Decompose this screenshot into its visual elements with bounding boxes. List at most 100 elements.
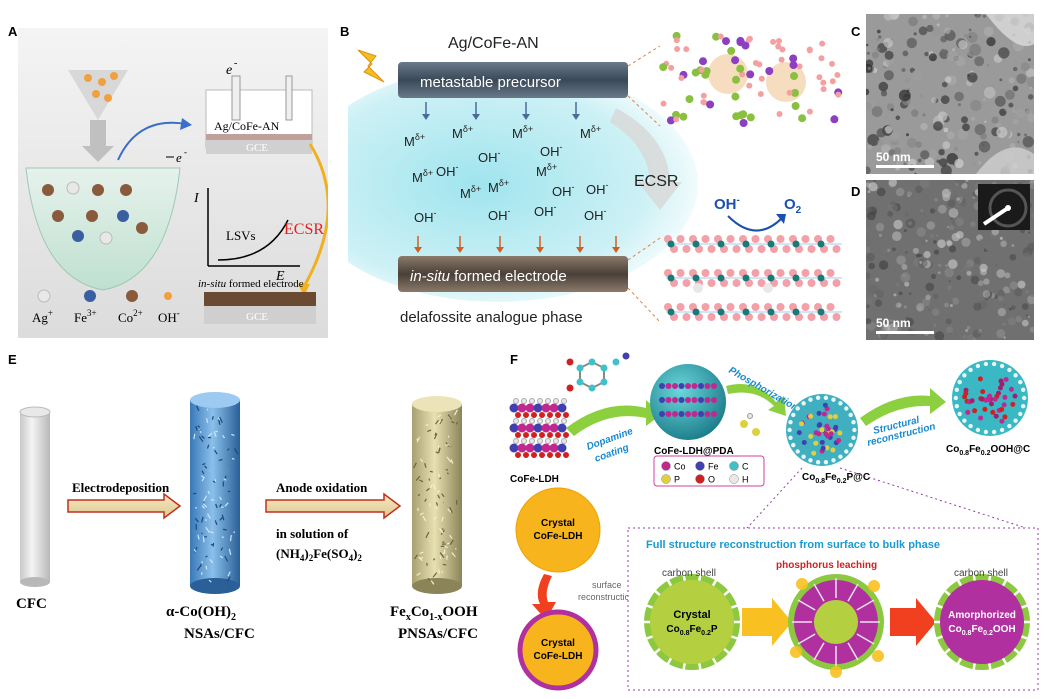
hydroxide-label: OH- — [414, 208, 437, 225]
tem-particle — [1016, 108, 1026, 118]
tem-particle — [956, 275, 961, 280]
tem-particle — [926, 283, 935, 292]
step2-label: Anode oxidation — [276, 480, 368, 495]
crystal-atom — [732, 112, 740, 120]
ldh-metal-atom — [518, 424, 527, 433]
ldh-oxygen-atom — [555, 432, 561, 438]
tem-particle — [1028, 58, 1031, 61]
counter-electrode — [286, 76, 292, 120]
tem-particle — [998, 123, 1001, 126]
ldh-hydrogen-atom — [530, 439, 535, 444]
legend-label-o: O — [708, 475, 715, 485]
ldh-oxygen-atom — [539, 452, 545, 458]
tem-particle — [995, 96, 1006, 107]
ldh-oxygen-atom — [531, 432, 537, 438]
tem-particle — [998, 47, 1009, 58]
cage-inner-atom — [1004, 377, 1009, 382]
cage-node — [955, 404, 959, 408]
tem-particle — [967, 284, 970, 287]
cage-node — [1000, 428, 1004, 432]
legend-swatch-o — [696, 475, 705, 484]
cage-inner-atom — [828, 414, 833, 419]
cage-inner-atom — [836, 438, 841, 443]
tem-particle — [928, 309, 930, 311]
nsa-top — [190, 392, 240, 408]
crystal-ldh-shell-sphere — [520, 612, 596, 688]
tem-particle — [1005, 109, 1007, 111]
cage-node — [791, 413, 795, 417]
panel-label-d: D — [851, 184, 860, 199]
tem-particle — [906, 133, 909, 136]
tem-particle — [944, 128, 949, 133]
ldh-atom — [698, 397, 704, 403]
ag-ion — [67, 182, 79, 194]
metal-atom — [693, 275, 700, 282]
nanosheet — [204, 537, 205, 543]
tem-particle — [961, 238, 970, 247]
ldh-oxygen-atom — [515, 432, 521, 438]
tem-particle — [907, 191, 912, 196]
leaching-core — [814, 600, 858, 644]
cage-node — [787, 428, 791, 432]
tem-particle — [868, 182, 877, 191]
tem-particle — [1011, 305, 1015, 309]
cage-node — [844, 449, 848, 453]
tem-particle — [967, 32, 978, 43]
crystal-atom — [679, 113, 687, 121]
tem-particle — [984, 87, 996, 99]
cage-inner-atom — [820, 428, 825, 433]
oxygen-atom — [567, 359, 574, 366]
nanosheet — [213, 447, 215, 448]
ldh-atom — [705, 411, 711, 417]
ag-atom — [693, 283, 703, 293]
crystal-atom — [779, 57, 785, 63]
oxygen-atom — [727, 303, 735, 311]
legend-swatch-ag — [38, 290, 50, 302]
cage-inner-atom — [837, 431, 842, 436]
tem-particle — [872, 52, 879, 59]
tem-particle — [868, 263, 875, 270]
crystal-p-1: Crystal — [673, 609, 710, 621]
ldh-oxygen-atom — [531, 412, 537, 418]
tem-particle — [868, 190, 871, 193]
cage-node — [1022, 396, 1026, 400]
crystal-atom — [780, 47, 786, 53]
tem-particle — [884, 70, 894, 80]
tem-particle — [939, 158, 948, 167]
crystal-atom — [659, 63, 667, 71]
oxygen-atom — [802, 269, 810, 277]
ldh-hydrogen-atom — [530, 399, 535, 404]
ldh-atom — [672, 411, 678, 417]
cage-inner-atom — [980, 389, 985, 394]
cage-node — [788, 436, 792, 440]
step1-label: Electrodeposition — [72, 480, 170, 495]
metal-atom — [668, 241, 675, 248]
tem-particle — [947, 226, 950, 229]
metal-ion-charge: δ+ — [499, 178, 509, 188]
crystal-atom — [706, 101, 714, 109]
cage-inner-atom — [999, 419, 1004, 424]
tem-particle — [918, 159, 922, 163]
ldh-atom — [692, 411, 698, 417]
tem-particle — [970, 100, 981, 111]
crystal-atom — [765, 67, 773, 75]
co-ion — [52, 210, 64, 222]
oh-label-b: OH- — [714, 195, 740, 213]
co-ion — [42, 184, 54, 196]
cage-inner-atom — [821, 446, 826, 451]
tem-particle — [1022, 303, 1029, 310]
ldh-oxygen-atom — [547, 452, 553, 458]
nsa-bottom — [190, 578, 240, 594]
ldh-metal-atom — [558, 444, 567, 453]
tem-particle — [1028, 280, 1034, 286]
metal-ion-symbol: M — [536, 164, 547, 179]
panel-label-a: A — [8, 24, 17, 39]
nanosheet — [223, 529, 227, 530]
ldh-hydrogen-atom — [530, 419, 535, 424]
tem-particle — [911, 70, 922, 81]
legend-oh: OH- — [158, 308, 180, 325]
tem-particle — [900, 272, 910, 282]
cage-inner-atom — [1013, 394, 1018, 399]
tem-particle — [945, 264, 948, 267]
hydroxide-charge: - — [604, 206, 607, 216]
